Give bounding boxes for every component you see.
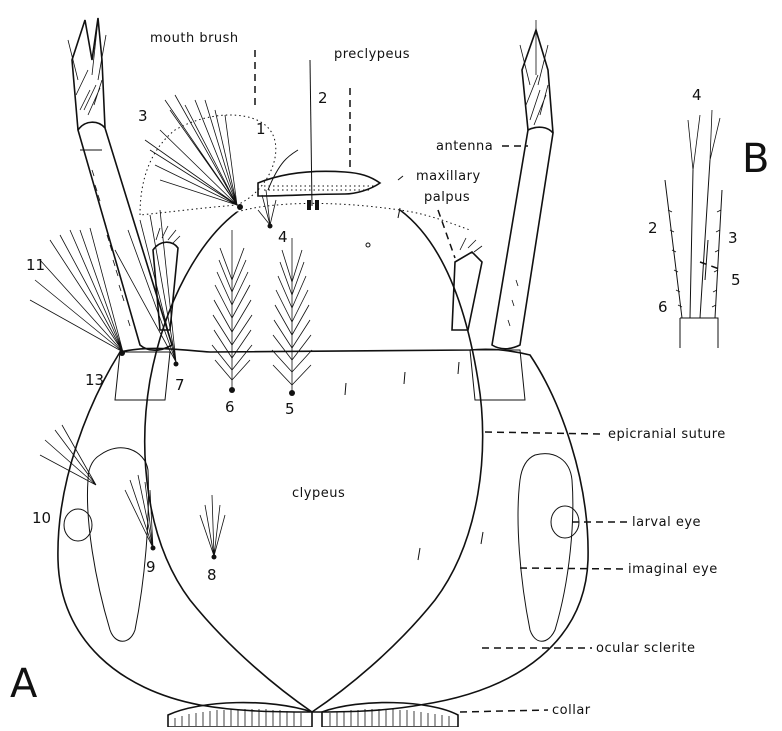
label-maxillary: maxillary <box>416 169 481 184</box>
hair-1 <box>268 150 298 190</box>
inset-number-4: 4 <box>692 86 702 104</box>
inset-number-3: 3 <box>728 229 738 247</box>
left-lateral-plate <box>115 352 170 400</box>
label-mouth-brush: mouth brush <box>150 31 239 46</box>
inset-number-6: 6 <box>658 298 668 316</box>
hair-number-13: 13 <box>85 371 104 389</box>
inset-number-2: 2 <box>648 219 658 237</box>
right-imaginal-eye <box>518 454 573 642</box>
panel-label-a: A <box>10 661 38 707</box>
hair-number-11: 11 <box>26 256 45 274</box>
label-preclypeus: preclypeus <box>334 47 410 62</box>
label-antenna: antenna <box>436 139 493 154</box>
preclypeus-stipple <box>264 186 374 190</box>
label-imaginal-eye: imaginal eye <box>628 562 718 577</box>
hair-13-base <box>119 350 125 356</box>
hair-5 <box>272 238 312 392</box>
right-maxillary-palpus <box>452 238 482 330</box>
inset-b-drawing <box>665 110 722 348</box>
hair-number-8: 8 <box>207 566 217 584</box>
inset-number-5: 5 <box>731 271 741 289</box>
label-clypeus: clypeus <box>292 486 345 501</box>
maxillary-palpus-leader <box>438 210 455 258</box>
hair-number-1: 1 <box>256 120 266 138</box>
right-lateral-plate <box>470 350 525 400</box>
mouth-brush-hairs <box>145 95 237 205</box>
hair-11 <box>30 228 123 352</box>
hair-number-4: 4 <box>278 228 288 246</box>
hair-7-base <box>174 362 179 367</box>
head-capsule-outline <box>58 348 588 712</box>
hair-8-base <box>212 555 217 560</box>
epicranial-suture-leader <box>485 432 600 434</box>
left-imaginal-eye <box>87 448 148 641</box>
collar-leader <box>460 710 548 712</box>
label-epicranial-suture: epicranial suture <box>608 427 726 442</box>
label-larval-eye: larval eye <box>632 515 701 530</box>
hair-6 <box>212 230 252 388</box>
left-larval-eye <box>64 509 92 541</box>
label-ocular-sclerite: ocular sclerite <box>596 641 695 656</box>
hair-number-9: 9 <box>146 558 156 576</box>
clypeus-sclerite <box>145 210 483 712</box>
hair-number-5: 5 <box>285 400 295 418</box>
hair-2 <box>307 60 319 210</box>
hair-number-10: 10 <box>32 509 51 527</box>
label-collar: collar <box>552 703 591 718</box>
hair-number-2: 2 <box>318 89 328 107</box>
hair-5-base <box>289 390 295 396</box>
hair-number-6: 6 <box>225 398 235 416</box>
hair-4-base <box>268 224 273 229</box>
hair-number-7: 7 <box>175 376 185 394</box>
preclypeus-band <box>258 171 380 196</box>
left-maxillary-palpus <box>153 226 180 330</box>
label-palpus: palpus <box>424 190 470 205</box>
hair-7 <box>115 210 176 362</box>
hair-6-base <box>229 387 235 393</box>
left-antenna <box>68 18 172 350</box>
mouth-brush-base <box>237 204 243 210</box>
hair-8 <box>200 495 225 556</box>
hair-9-base <box>151 546 156 551</box>
hair-number-3: 3 <box>138 107 148 125</box>
right-antenna <box>492 20 553 349</box>
imaginal-eye-leader <box>520 568 624 569</box>
sensilla-marks <box>345 176 483 560</box>
panel-label-b: B <box>742 136 769 182</box>
